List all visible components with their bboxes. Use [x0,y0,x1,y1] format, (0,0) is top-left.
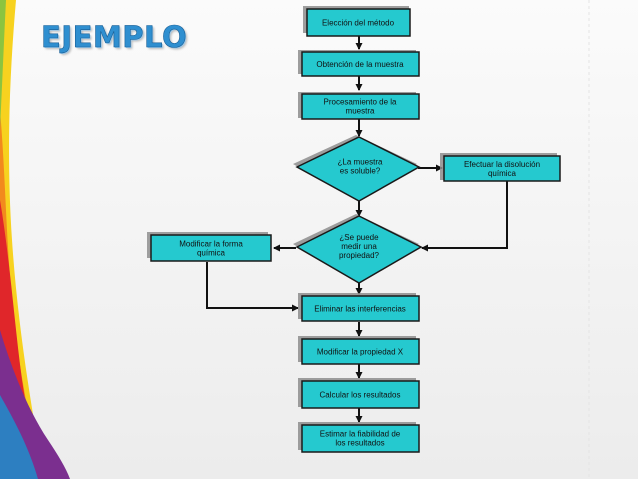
node-obtencion: Obtención de la muestra [301,51,420,77]
decor-ribbon-blue [0,395,38,479]
node-label-line: química [197,249,226,258]
node-label-line: propiedad? [339,251,380,260]
node-label-line: Calcular los resultados [320,391,401,400]
node-calcular: Calcular los resultados [301,380,420,409]
node-label-line: Eliminar las interferencias [314,305,406,314]
node-label-line: química [488,169,517,178]
arrow-disolucion-medir [421,180,508,252]
svg-text:Eliminar las interferencias: Eliminar las interferencias [314,305,406,314]
node-label-line: medir una [341,242,377,251]
node-label-line: Elección del método [322,19,395,28]
node-label-line: Procesamiento de la [324,98,397,107]
node-label-line: los resultados [335,439,384,448]
decor-ribbon-green [0,0,6,130]
node-interferencias: Eliminar las interferencias [301,295,420,322]
node-propiedad-x: Modificar la propiedad X [301,338,420,365]
connectors [206,36,508,423]
svg-text:Obtención de la muestra: Obtención de la muestra [316,60,404,69]
node-label-line: ¿Se puede [339,233,379,242]
node-label-line: muestra [346,107,375,116]
slide-title: EJEMPLO [41,20,188,54]
node-label-line: Estimar la fiabilidad de [320,430,401,439]
svg-text:Calcular los resultados: Calcular los resultados [320,391,401,400]
svg-text:Modificar la propiedad X: Modificar la propiedad X [317,348,404,357]
arrow-modificar-forma-interferencias [206,262,299,312]
node-label-line: Efectuar la disolución [464,160,540,169]
svg-text:Elección del método: Elección del método [322,19,395,28]
node-label-line: es soluble? [340,167,381,176]
node-label-line: Modificar la propiedad X [317,348,404,357]
node-label-line: ¿La muestra [338,158,383,167]
node-label-line: Modificar la forma [179,240,243,249]
node-eleccion: Elección del método [306,8,411,37]
node-label-line: Obtención de la muestra [316,60,404,69]
